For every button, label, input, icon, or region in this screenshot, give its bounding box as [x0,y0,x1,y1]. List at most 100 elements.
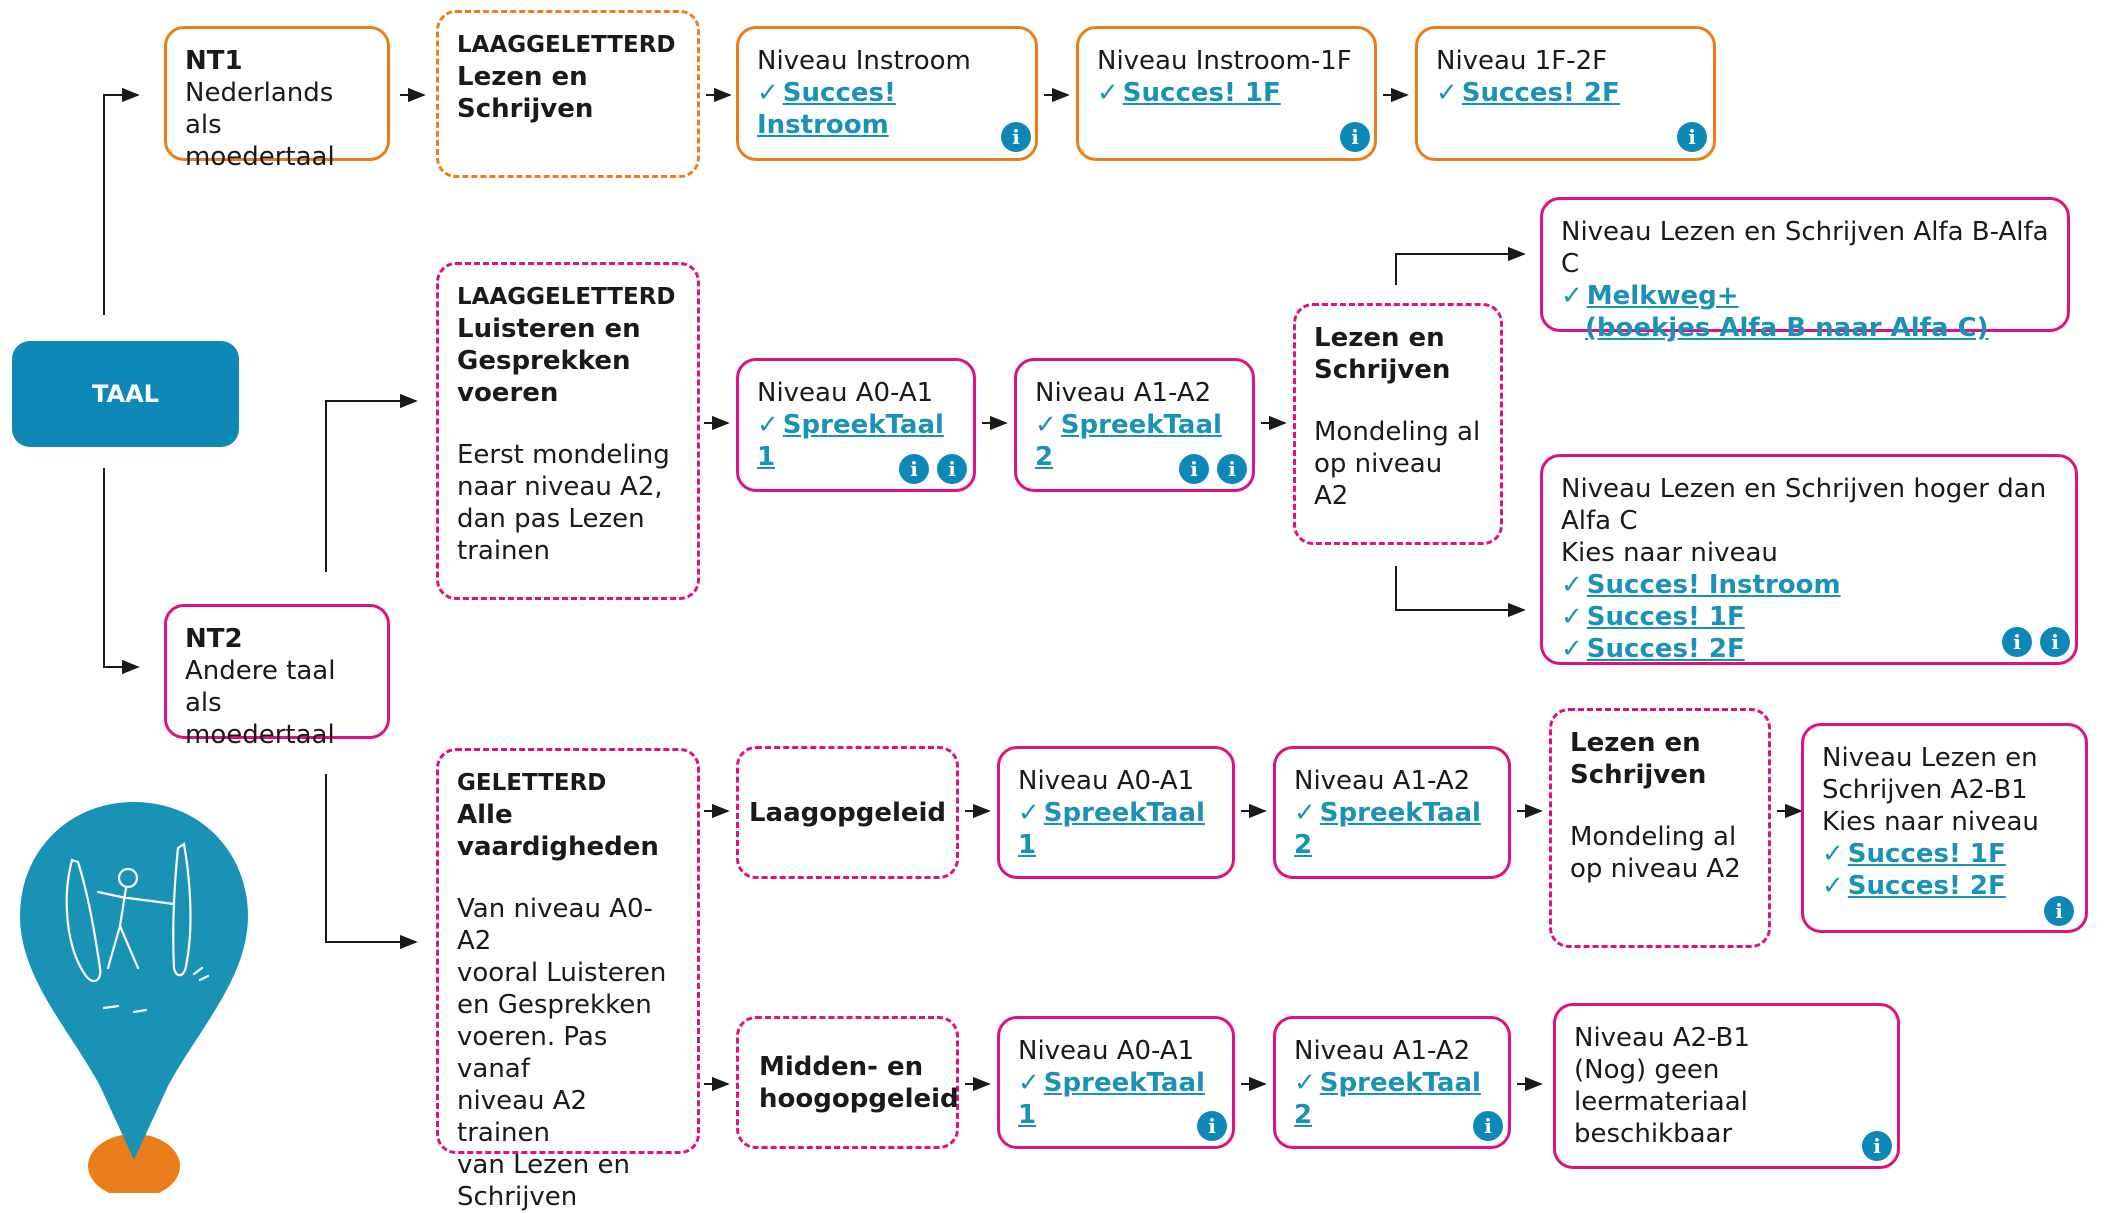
step-level: Niveau A0-A1 [757,378,934,408]
laag-lezen-schrijven-box: Lezen en Schrijven Mondeling al op nivea… [1293,303,1503,545]
step-level: Niveau 1F-2F [1436,46,1608,76]
info-icon[interactable]: i [1001,122,1031,152]
checkmark-icon: ✓ [1294,1068,1316,1098]
final-link[interactable]: ✓Succes! 2F [1822,870,2067,902]
step-link[interactable]: ✓Succes! 1F [1097,77,1356,109]
link-text: SpreekTaal 2 [1294,1068,1481,1130]
hoogopgeleid-label: Midden- en [759,1051,924,1082]
category-desc: Van niveau A0-A2 [457,894,653,956]
checkmark-icon: ✓ [1294,798,1316,828]
lezen-desc: Mondeling al [1570,822,1737,852]
final-line: (Nog) geen leermateriaal [1574,1055,1748,1117]
step-laag-a0-a1: Niveau A0-A1 ✓SpreekTaal 1 i i [736,358,976,492]
info-icon[interactable]: i [2040,627,2070,657]
alfa-link[interactable]: ✓Melkweg+ [1561,280,2049,312]
hoger-sub: Kies naar niveau [1561,538,1778,568]
nt2-title: NT2 [185,624,243,654]
step-low-a0-a1: Niveau A0-A1 ✓SpreekTaal 1 [997,746,1235,879]
info-icon[interactable]: i [2044,896,2074,926]
link-text: Succes! Instroom [757,78,896,140]
nt2-line: Andere taal als [185,656,336,718]
step-link[interactable]: ✓SpreekTaal 1 [1018,1067,1214,1131]
category-line: Schrijven [457,94,594,124]
step-link[interactable]: ✓SpreekTaal 2 [1035,409,1234,473]
alfa-b-c-box: Niveau Lezen en Schrijven Alfa B-Alfa C … [1540,197,2070,343]
nt2-geletterd-category-box: GELETTERD Alle vaardigheden Van niveau A… [436,748,700,1212]
step-level: Niveau A1-A2 [1294,766,1471,796]
laagopgeleid-box: Laagopgeleid [736,746,959,879]
category-desc: naar niveau A2, [457,472,663,502]
category-line: voeren [457,378,559,408]
category-desc: voeren. Pas vanaf [457,1022,608,1084]
step-link[interactable]: ✓SpreekTaal 1 [757,409,955,473]
lezen-line: Lezen en [1314,323,1445,353]
low-lezen-schrijven-box: Lezen en Schrijven Mondeling al op nivea… [1549,708,1771,948]
step-level: Niveau A1-A2 [1294,1036,1471,1066]
info-icon[interactable]: i [1340,122,1370,152]
info-icon[interactable]: i [1179,454,1209,484]
step-link[interactable]: ✓SpreekTaal 2 [1294,797,1490,861]
info-icon[interactable]: i [1197,1111,1227,1141]
category-line: Luisteren en [457,314,641,344]
step-level: Niveau A0-A1 [1018,1036,1195,1066]
step-link[interactable]: ✓Succes! 2F [1436,77,1695,109]
hoger-link[interactable]: ✓Succes! 2F [1561,633,2057,665]
lezen-line: Lezen en [1570,728,1701,758]
category-cap: LAAGGELETTERD [457,32,676,58]
category-desc: Schrijven [457,1182,578,1212]
category-line: vaardigheden [457,832,659,862]
final-line: Niveau A2-B1 [1574,1023,1750,1053]
info-icon[interactable]: i [899,454,929,484]
final-link[interactable]: ✓Succes! 1F [1822,838,2067,870]
checkmark-icon: ✓ [1561,602,1583,632]
step-link[interactable]: ✓SpreekTaal 1 [1018,797,1214,861]
hoogopgeleid-label: hoogopgeleid [759,1083,959,1114]
link-text: Succes! 1F [1586,602,1745,632]
link-text: SpreekTaal 1 [1018,798,1205,860]
step-link[interactable]: ✓Succes! Instroom [757,77,1017,141]
link-text: SpreekTaal 2 [1294,798,1481,860]
info-icon[interactable]: i [1473,1111,1503,1141]
step-low-a1-a2: Niveau A1-A2 ✓SpreekTaal 2 [1273,746,1511,879]
step-level: Niveau A0-A1 [1018,766,1195,796]
nt1-line: moedertaal [185,142,335,172]
info-icon[interactable]: i [1217,454,1247,484]
link-text: Succes! 2F [1461,78,1620,108]
checkmark-icon: ✓ [1822,871,1844,901]
hoger-link[interactable]: ✓Succes! 1F [1561,601,2057,633]
info-icon[interactable]: i [2002,627,2032,657]
alfa-link-sub[interactable]: (boekjes Alfa B naar Alfa C) [1585,313,1989,343]
checkmark-icon: ✓ [1018,798,1040,828]
step-level: Niveau A1-A2 [1035,378,1212,408]
checkmark-icon: ✓ [1436,78,1458,108]
link-text: SpreekTaal 2 [1035,410,1222,472]
step-laag-a1-a2: Niveau A1-A2 ✓SpreekTaal 2 i i [1014,358,1255,492]
connector-nt2-gel [325,774,418,950]
connector-taal-nt2 [103,468,140,675]
hoger-link[interactable]: ✓Succes! Instroom [1561,569,2057,601]
hoger-title: Niveau Lezen en Schrijven hoger dan Alfa… [1561,474,2047,536]
lezen-desc: Mondeling al [1314,417,1481,447]
nt1-category-box: LAAGGELETTERD Lezen en Schrijven [436,10,700,178]
connector-taal-nt1 [103,87,140,315]
step-high-a0-a1: Niveau A0-A1 ✓SpreekTaal 1 i [997,1016,1235,1149]
category-desc: dan pas Lezen [457,504,645,534]
info-icon[interactable]: i [1862,1131,1892,1161]
info-icon[interactable]: i [937,454,967,484]
final-line: beschikbaar [1574,1119,1733,1149]
step-level: Niveau Instroom-1F [1097,46,1352,76]
category-desc: niveau A2 trainen [457,1086,588,1148]
lezen-desc: op niveau A2 [1570,854,1741,884]
link-text: Succes! 1F [1122,78,1281,108]
final-line: Schrijven A2-B1 [1822,775,2028,805]
connector-lezen-alfa [1395,246,1526,285]
lezen-line: Schrijven [1314,355,1451,385]
step-link[interactable]: ✓SpreekTaal 2 [1294,1067,1490,1131]
checkmark-icon: ✓ [1097,78,1119,108]
category-line: Alle [457,800,513,830]
connector-nt2-laag [325,393,418,572]
info-icon[interactable]: i [1677,122,1707,152]
nt1-title: NT1 [185,46,243,76]
step-niveau-1f-2f: Niveau 1F-2F ✓Succes! 2F i [1415,26,1716,161]
map-pin-logo [20,802,248,1193]
